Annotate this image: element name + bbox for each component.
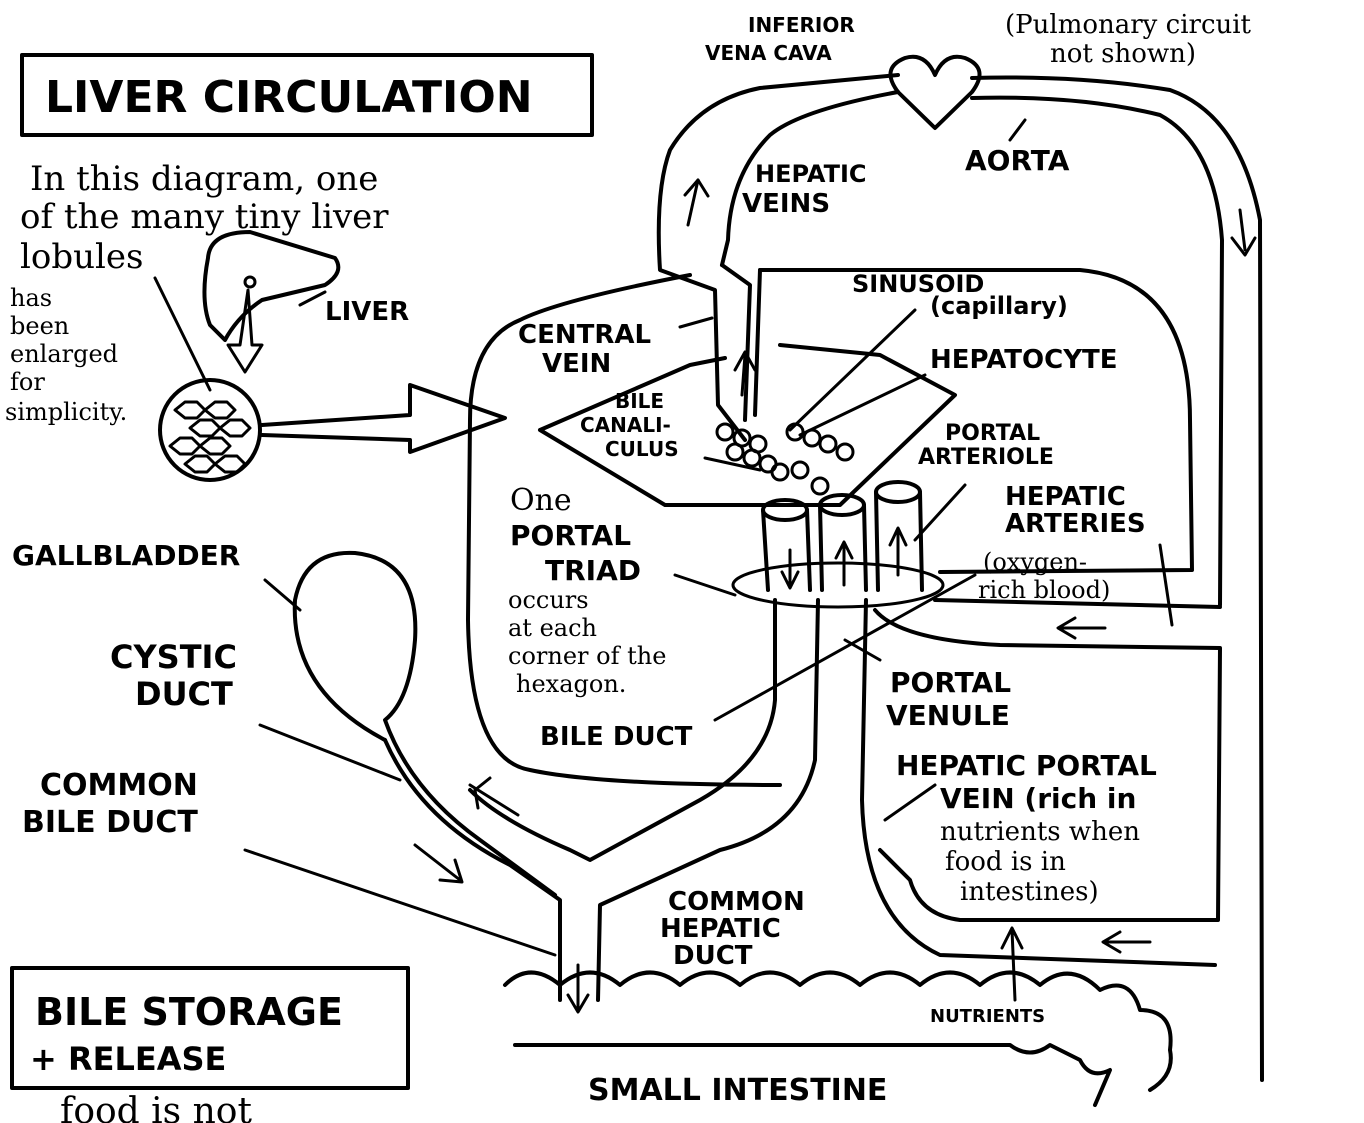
hepatic-artery-left-wall: [755, 270, 760, 415]
cystic-duct-pointer: [260, 725, 400, 780]
intro-line-7: for: [10, 368, 45, 396]
central-vein-label-2: VEIN: [542, 349, 611, 379]
hepatic-arteries-flow-arrow: [1058, 618, 1105, 638]
common-hepatic-label-2: HEPATIC: [660, 914, 781, 944]
common-hepatic-label-3: DUCT: [673, 941, 753, 971]
hepatic-portal-label-4: food is in: [945, 847, 1066, 877]
hepatic-arteries-label-1: HEPATIC: [1005, 482, 1126, 512]
portal-triad-label-7: hexagon.: [516, 670, 626, 698]
aorta-label: AORTA: [965, 144, 1070, 177]
ivc-label-2: VENA CAVA: [705, 41, 832, 65]
hepatic-arteries-pointer: [1160, 545, 1172, 625]
hepatic-arteries-label-3: (oxygen-: [983, 548, 1087, 576]
portal-triad-label-1: One: [510, 483, 572, 518]
aorta-flow-arrow: [1240, 210, 1245, 250]
sinusoid-pointer: [790, 310, 915, 430]
portal-triad-label-2: PORTAL: [510, 519, 631, 552]
liver-pointer-line: [300, 292, 325, 305]
aorta-pointer-line: [1010, 120, 1025, 140]
portal-triad-label-6: corner of the: [508, 642, 666, 670]
intro-line-4: has: [10, 284, 52, 312]
hepatocyte-cells: [717, 424, 853, 494]
hepatic-arteries-label-4: rich blood): [978, 576, 1110, 604]
liver-icon: [204, 232, 338, 340]
intro-line-1: In this diagram, one: [30, 159, 378, 199]
hepatic-veins-label-1: HEPATIC: [755, 160, 867, 188]
bile-storage-title-1: BILE STORAGE: [35, 990, 343, 1034]
hepatic-arteries-label-2: ARTERIES: [1005, 509, 1146, 539]
hepatocyte-pointer: [800, 375, 925, 435]
intro-line-3: lobules: [20, 237, 143, 277]
central-vein-inner-wall: [722, 265, 750, 420]
liver-lobule-dot: [245, 277, 255, 287]
portal-triad-label-5: at each: [508, 614, 597, 642]
portal-flow-arrow: [1103, 932, 1150, 952]
nutrients-label: NUTRIENTS: [930, 1006, 1045, 1027]
bile-duct-label: BILE DUCT: [540, 722, 693, 752]
pulmonary-note-1: (Pulmonary circuit: [1005, 10, 1252, 40]
hepatic-veins-label-2: VEINS: [742, 189, 830, 219]
pulmonary-note-2: not shown): [1050, 39, 1196, 69]
honeycomb-pattern: [170, 402, 250, 472]
bile-canaliculus-label-3: CULUS: [605, 437, 679, 461]
portal-triad-label-3: TRIAD: [545, 554, 641, 587]
portal-triad-label-4: occurs: [508, 586, 589, 614]
portal-arteriole-label-2: ARTERIOLE: [918, 445, 1054, 470]
portal-venule-label-1: PORTAL: [890, 666, 1011, 699]
common-bile-duct-label-1: COMMON: [40, 768, 198, 803]
bile-flow-down-arrow: [782, 550, 798, 588]
title: LIVER CIRCULATION: [45, 72, 533, 123]
bile-canaliculus-label-2: CANALI-: [580, 413, 671, 437]
nutrients-arrow: [1002, 928, 1022, 1000]
hepatic-portal-label-5: intestines): [960, 877, 1099, 907]
portal-triad-pointer: [675, 575, 735, 595]
common-hepatic-label-1: COMMON: [668, 887, 805, 917]
central-vein-pointer: [680, 318, 712, 327]
hepatic-portal-label-3: nutrients when: [940, 817, 1140, 847]
hepatic-portal-pointer: [885, 785, 935, 820]
common-bile-duct-label-2: BILE DUCT: [22, 805, 198, 840]
intro-line-2: of the many tiny liver: [20, 197, 389, 237]
lobules-pointer-line: [155, 278, 210, 390]
liver-label: LIVER: [325, 297, 409, 327]
cystic-duct-label-2: DUCT: [135, 675, 233, 713]
bile-canaliculus-label-1: BILE: [615, 389, 664, 413]
hepatocyte-label: HEPATOCYTE: [930, 345, 1118, 375]
footer-fragment: food is not: [60, 1091, 252, 1123]
central-vein-label-1: CENTRAL: [518, 320, 651, 350]
portal-venule-label-2: VENULE: [886, 699, 1010, 732]
cystic-duct-lower: [385, 740, 560, 1000]
heart-icon: [890, 57, 979, 128]
small-intestine-label: SMALL INTESTINE: [588, 1073, 887, 1108]
cystic-duct-label-1: CYSTIC: [110, 638, 237, 676]
bile-flow-arrow: [415, 845, 462, 882]
portal-arteriole-label-1: PORTAL: [945, 421, 1040, 446]
hepatic-portal-label-2: VEIN (rich in: [940, 782, 1136, 815]
ivc-label-1: INFERIOR: [748, 13, 855, 37]
intro-line-5: been: [10, 312, 69, 340]
intro-line-8: simplicity.: [5, 398, 127, 426]
intro-line-6: enlarged: [10, 340, 118, 368]
portal-venule-pointer: [845, 640, 880, 660]
sinusoid-label-2: (capillary): [930, 292, 1068, 320]
hepatic-portal-label-1: HEPATIC PORTAL: [896, 749, 1157, 782]
gallbladder-label: GALLBLADDER: [12, 539, 240, 572]
portal-triad-ring: [733, 563, 943, 607]
bile-storage-title-2: + RELEASE: [30, 1040, 226, 1078]
